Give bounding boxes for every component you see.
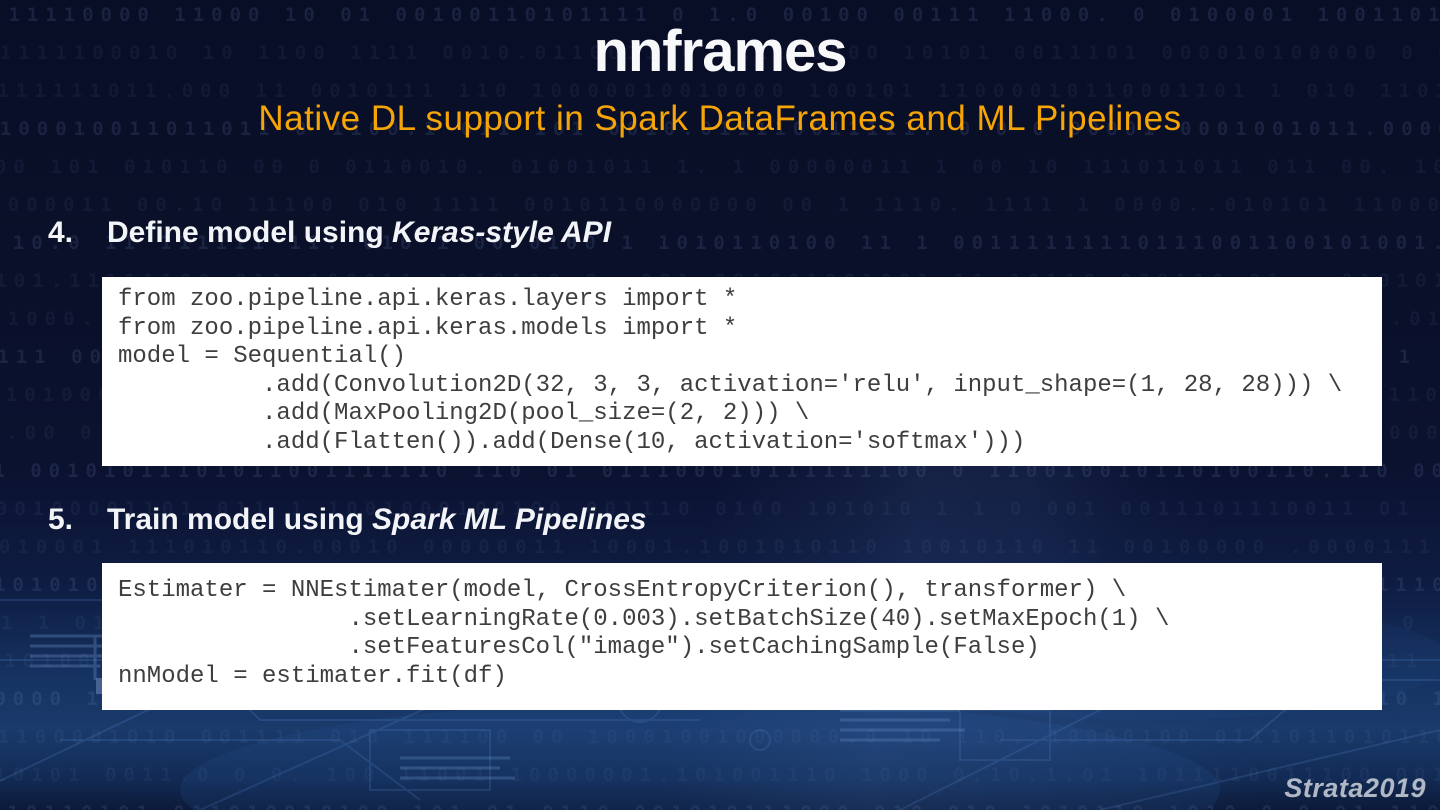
- section-4-number: 4.: [48, 216, 74, 249]
- conference-watermark: Strata2019: [1284, 773, 1426, 803]
- section-5-heading-text: Train model using Spark ML Pipelines: [107, 503, 647, 537]
- section-5-number: 5.: [48, 503, 74, 536]
- section-4-heading-plain: Define model using: [107, 216, 393, 249]
- code-block-spark-pipeline: Estimater = NNEstimater(model, CrossEntr…: [102, 563, 1382, 710]
- section-5-heading: 5. Train model using Spark ML Pipelines: [48, 503, 647, 537]
- section-4-heading-text: Define model using Keras-style API: [107, 216, 611, 250]
- slide-title: nnframes: [593, 19, 847, 84]
- code-block-keras-model: from zoo.pipeline.api.keras.layers impor…: [102, 277, 1382, 466]
- section-5-heading-plain: Train model using: [107, 503, 373, 536]
- section-4-heading: 4. Define model using Keras-style API: [48, 216, 611, 250]
- slide-subtitle: Native DL support in Spark DataFrames an…: [258, 99, 1182, 138]
- section-4-heading-italic: Keras-style API: [392, 216, 612, 249]
- section-5-heading-italic: Spark ML Pipelines: [372, 503, 647, 536]
